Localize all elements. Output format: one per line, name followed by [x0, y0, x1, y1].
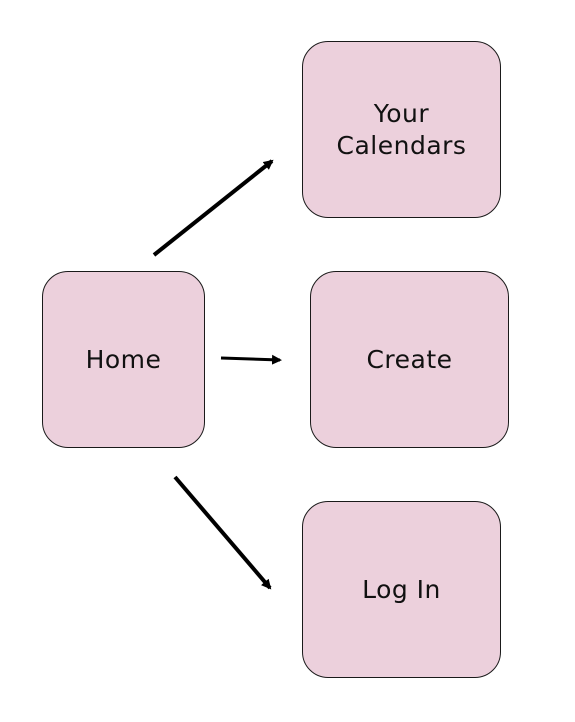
- log-in-node-label: Log In: [362, 574, 441, 604]
- arrow-home-to-calendars: [152, 159, 274, 257]
- create-node-label: Create: [366, 344, 453, 374]
- arrow-home-to-create: [220, 354, 282, 365]
- create-node[interactable]: Create: [310, 271, 509, 448]
- arrow-home-to-login: [173, 475, 272, 590]
- your-calendars-node[interactable]: Your Calendars: [302, 41, 501, 218]
- your-calendars-node-label: Your Calendars: [336, 99, 467, 160]
- log-in-node[interactable]: Log In: [302, 501, 501, 678]
- home-node[interactable]: Home: [42, 271, 205, 448]
- home-node-label: Home: [85, 344, 162, 374]
